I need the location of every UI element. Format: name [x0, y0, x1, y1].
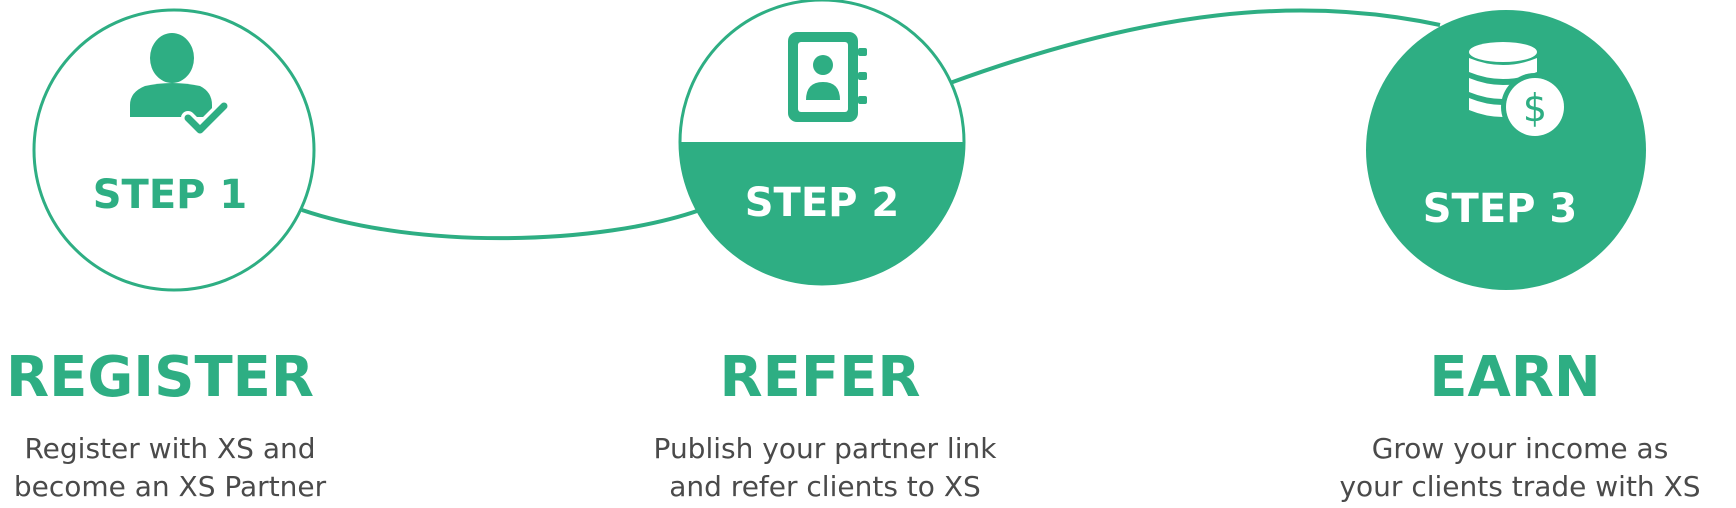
step-2-desc-line2: and refer clients to XS	[669, 470, 981, 503]
address-book-icon	[788, 32, 867, 122]
step-2-badge: STEP 2	[745, 180, 900, 226]
step-2-node: STEP 2	[678, 0, 966, 286]
step-3-description: Grow your income as your clients trade w…	[1310, 430, 1730, 506]
step-2-title: REFER	[719, 345, 921, 410]
step-2-description: Publish your partner link and refer clie…	[600, 430, 1050, 506]
step-2-desc-line1: Publish your partner link	[653, 432, 997, 465]
step-1-node: STEP 1	[32, 8, 316, 292]
step-1-desc-line1: Register with XS and	[24, 432, 316, 465]
step-1-badge: STEP 1	[93, 172, 248, 218]
connector-1-2	[301, 208, 701, 241]
step-3-title: EARN	[1429, 345, 1601, 410]
step-3-node: $ STEP 3	[1366, 10, 1646, 290]
user-check-icon	[130, 33, 231, 137]
step-1-description: Register with XS and become an XS Partne…	[0, 430, 340, 506]
coins-dollar-icon: $	[1469, 42, 1569, 141]
step-3-badge: STEP 3	[1423, 186, 1578, 232]
step-1-title: REGISTER	[5, 345, 315, 410]
step-3-desc-line1: Grow your income as	[1371, 432, 1669, 465]
step-3-desc-line2: your clients trade with XS	[1339, 470, 1701, 503]
dollar-sign: $	[1523, 86, 1547, 130]
step-1-desc-line2: become an XS Partner	[13, 470, 327, 503]
connector-2-3	[949, 8, 1441, 85]
